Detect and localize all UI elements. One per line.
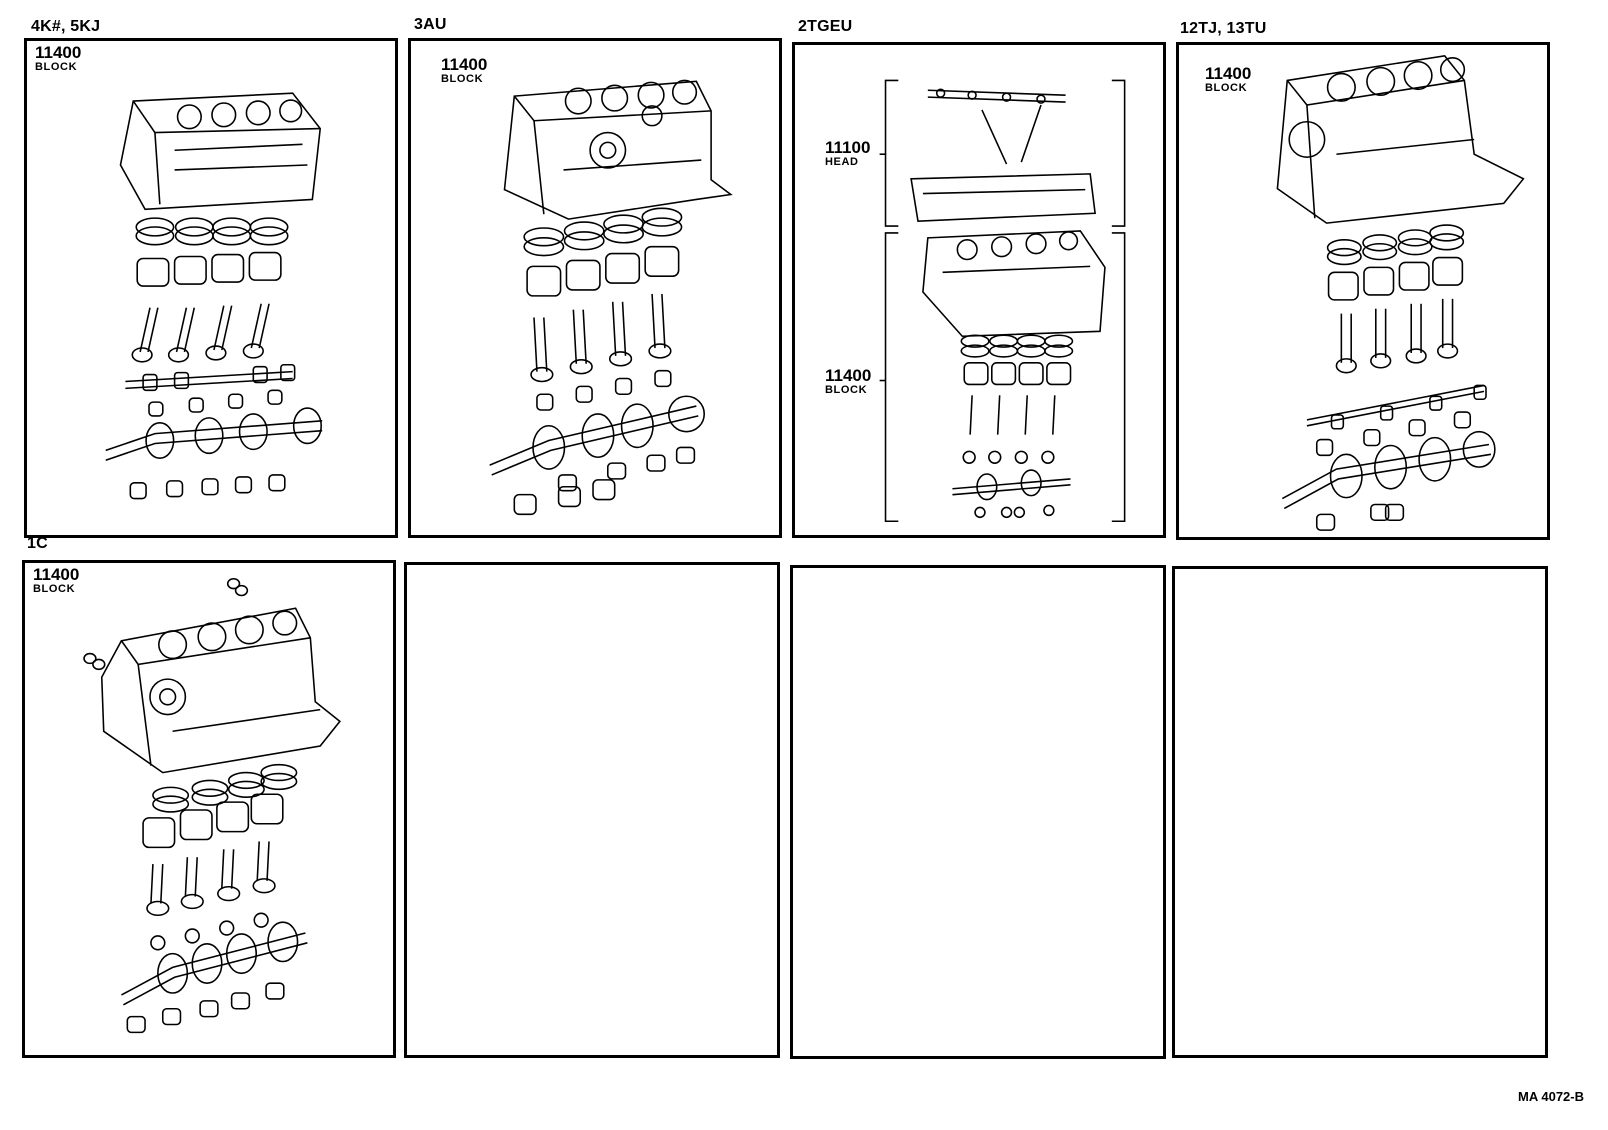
engine-title-2tgeu: 2TGEU: [798, 18, 853, 35]
part-label: BLOCK: [441, 73, 484, 85]
exploded-block-illustration: [83, 577, 341, 1034]
panel-empty-1: [404, 562, 780, 1058]
figure-reference: MA 4072-B: [1518, 1089, 1584, 1104]
exploded-head-block-illustration: [879, 79, 1126, 523]
engine-title-1c: 1C: [27, 535, 48, 552]
exploded-block-illustration: [105, 92, 323, 500]
panel-empty-2: [790, 565, 1166, 1059]
panel-1c: 11400 BLOCK: [22, 560, 396, 1058]
exploded-block-illustration: [1276, 54, 1525, 531]
part-number: 11400: [441, 55, 488, 74]
engine-title-12tj-13tu: 12TJ, 13TU: [1180, 20, 1267, 37]
part-label: BLOCK: [1205, 82, 1248, 94]
engine-title-3au: 3AU: [414, 16, 447, 33]
part-callout-block: 11400 BLOCK: [33, 566, 79, 595]
part-number: 11400: [33, 565, 80, 584]
part-label: BLOCK: [825, 384, 868, 396]
part-number: 11400: [825, 366, 872, 385]
part-callout-head: 11100 HEAD: [825, 139, 870, 168]
panel-2tgeu: 11100 HEAD 11400 BLOCK: [792, 42, 1166, 538]
part-number: 11100: [825, 138, 871, 157]
part-number: 11400: [35, 43, 82, 62]
engine-title-4k-5kj: 4K#, 5KJ: [31, 18, 101, 35]
exploded-block-illustration: [489, 79, 733, 516]
part-label: HEAD: [825, 156, 859, 168]
part-callout-block: 11400 BLOCK: [825, 367, 871, 396]
panel-3au: 11400 BLOCK: [408, 38, 782, 538]
panel-empty-3: [1172, 566, 1548, 1058]
panel-4k-5kj: 11400 BLOCK: [24, 38, 398, 538]
part-label: BLOCK: [35, 61, 78, 73]
part-callout-block: 11400 BLOCK: [441, 56, 487, 85]
panel-12tj-13tu: 11400 BLOCK: [1176, 42, 1550, 540]
part-label: BLOCK: [33, 583, 76, 595]
part-callout-block: 11400 BLOCK: [35, 44, 81, 73]
part-callout-block: 11400 BLOCK: [1205, 65, 1251, 94]
part-number: 11400: [1205, 64, 1252, 83]
